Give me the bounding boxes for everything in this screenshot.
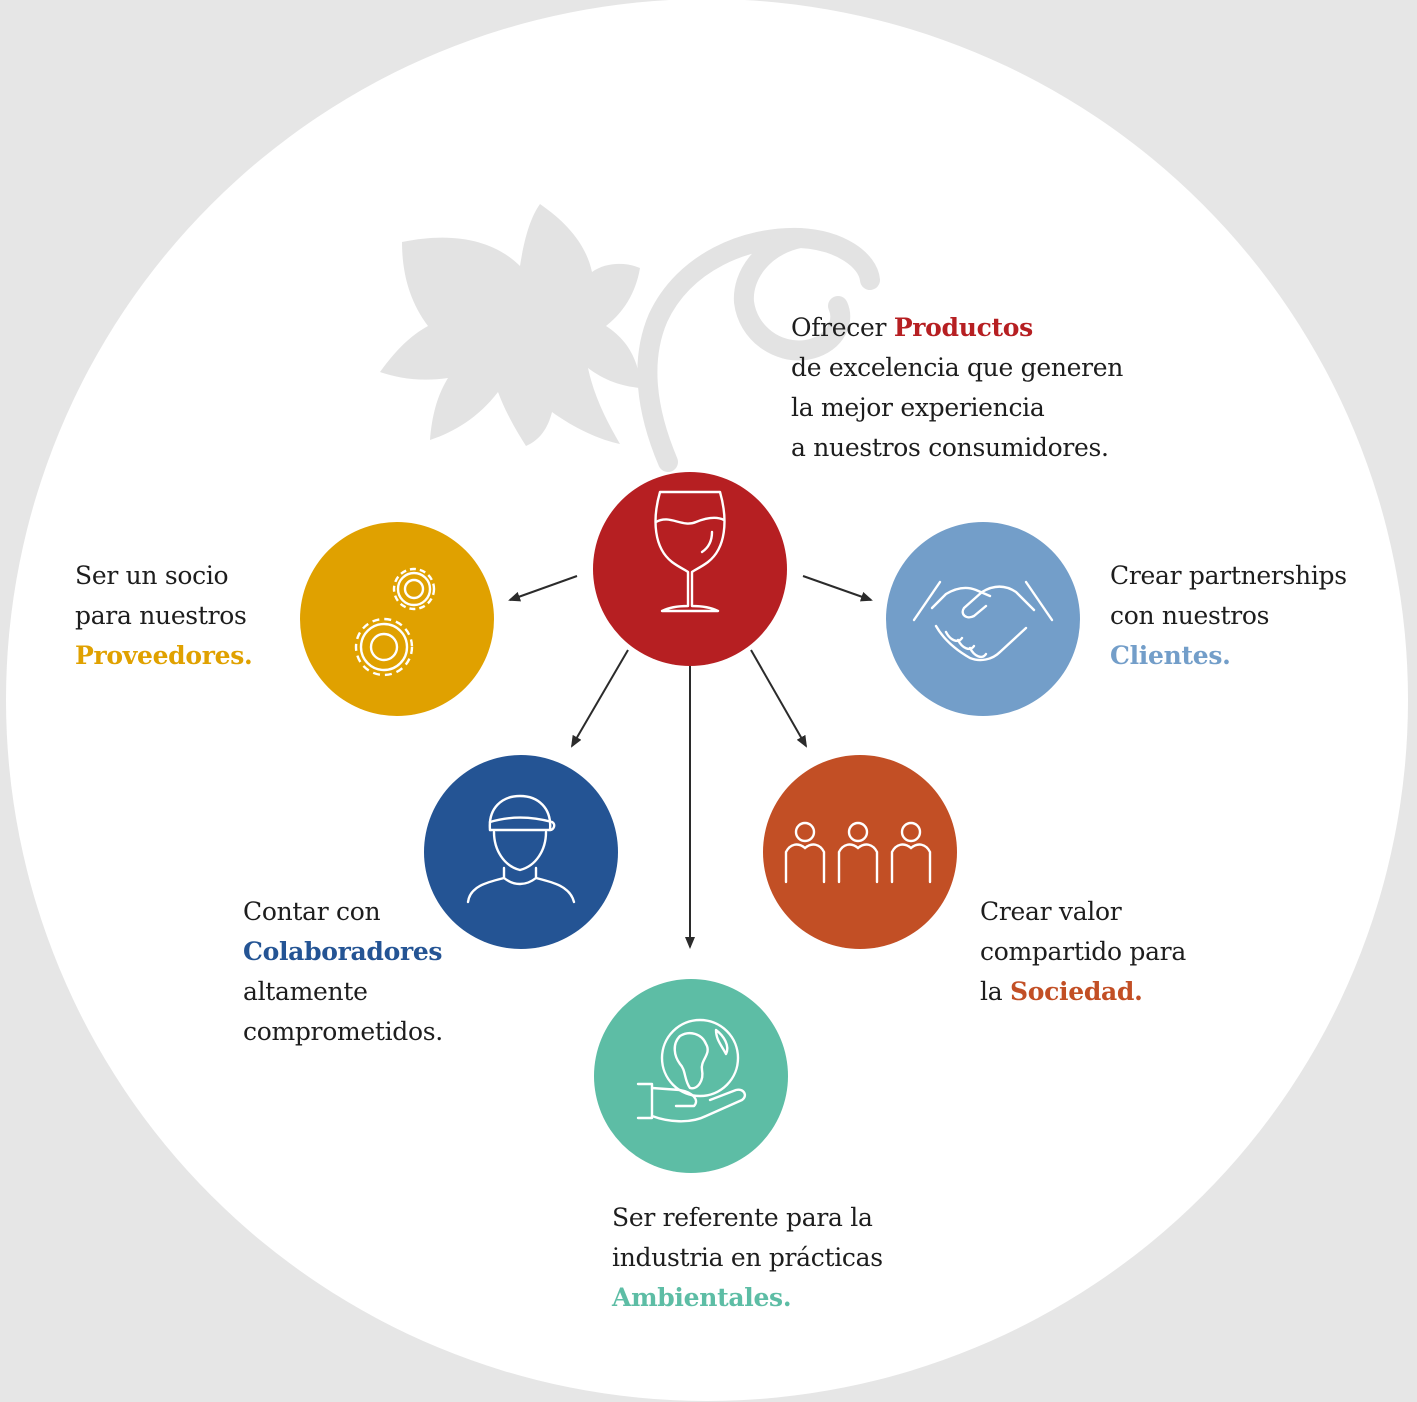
arrow-to-proveedores xyxy=(508,575,578,602)
ambientales-circle xyxy=(594,979,788,1173)
vine-tendril-decoration xyxy=(637,227,880,472)
ambientales-line-2: industria en prácticas xyxy=(612,1243,883,1272)
proveedores-line-2: para nuestros xyxy=(75,601,247,630)
worker-icon xyxy=(466,794,576,904)
productos-node xyxy=(593,472,787,666)
ambientales-line-1: Ser referente para la xyxy=(612,1203,873,1232)
proveedores-keyword: Proveedores. xyxy=(75,641,253,670)
wine-glass-icon xyxy=(654,490,726,613)
sociedad-line-3: la Sociedad. xyxy=(980,977,1143,1006)
clientes-circle xyxy=(886,522,1080,716)
ambientales-node xyxy=(594,979,788,1173)
globe-hand-icon xyxy=(636,1018,747,1123)
colaboradores-line-2: altamente xyxy=(243,977,368,1006)
productos-line-1: Ofrecer Productos xyxy=(791,313,1033,342)
productos-line-3: la mejor experiencia xyxy=(791,393,1045,422)
sociedad-node xyxy=(763,755,957,949)
proveedores-node xyxy=(300,522,494,716)
clientes-line-2: con nuestros xyxy=(1110,601,1270,630)
proveedores-circle xyxy=(300,522,494,716)
colaboradores-line-1: Contar con xyxy=(243,897,381,926)
productos-circle xyxy=(593,472,787,666)
clientes-node xyxy=(886,522,1080,716)
productos-line-4: a nuestros consumidores. xyxy=(791,433,1109,462)
colaboradores-circle xyxy=(424,755,618,949)
clientes-line-1: Crear partnerships xyxy=(1110,561,1347,590)
sociedad-text: Crear valor compartido para la Sociedad. xyxy=(980,892,1186,1012)
sociedad-line-1: Crear valor xyxy=(980,897,1122,926)
background-disc xyxy=(6,0,1408,1401)
arrow-to-colaboradores xyxy=(570,649,629,748)
gears-icon xyxy=(354,567,436,677)
connector-arrows xyxy=(508,575,873,949)
sociedad-line-2: compartido para xyxy=(980,937,1186,966)
productos-text: Ofrecer Productos de excelencia que gene… xyxy=(791,308,1123,468)
handshake-icon xyxy=(912,580,1054,662)
colaboradores-text: Contar con Colaboradores altamente compr… xyxy=(243,892,443,1052)
productos-keyword: Productos xyxy=(893,313,1033,342)
arrow-to-clientes xyxy=(802,575,873,602)
proveedores-line-1: Ser un socio xyxy=(75,561,229,590)
grape-leaf-decoration xyxy=(380,204,640,446)
productos-line-2: de excelencia que generen xyxy=(791,353,1124,382)
people-icon xyxy=(784,821,932,884)
arrow-to-sociedad xyxy=(750,649,807,748)
proveedores-text: Ser un socio para nuestros Proveedores. xyxy=(75,556,253,676)
colaboradores-keyword: Colaboradores xyxy=(243,937,443,966)
ambientales-keyword: Ambientales. xyxy=(612,1283,792,1312)
clientes-text: Crear partnerships con nuestros Clientes… xyxy=(1110,556,1347,676)
colaboradores-node xyxy=(424,755,618,949)
ambientales-text: Ser referente para la industria en práct… xyxy=(612,1198,883,1318)
colaboradores-line-3: comprometidos. xyxy=(243,1017,443,1046)
clientes-keyword: Clientes. xyxy=(1110,641,1231,670)
sociedad-circle xyxy=(763,755,957,949)
sociedad-keyword: Sociedad. xyxy=(1009,977,1143,1006)
